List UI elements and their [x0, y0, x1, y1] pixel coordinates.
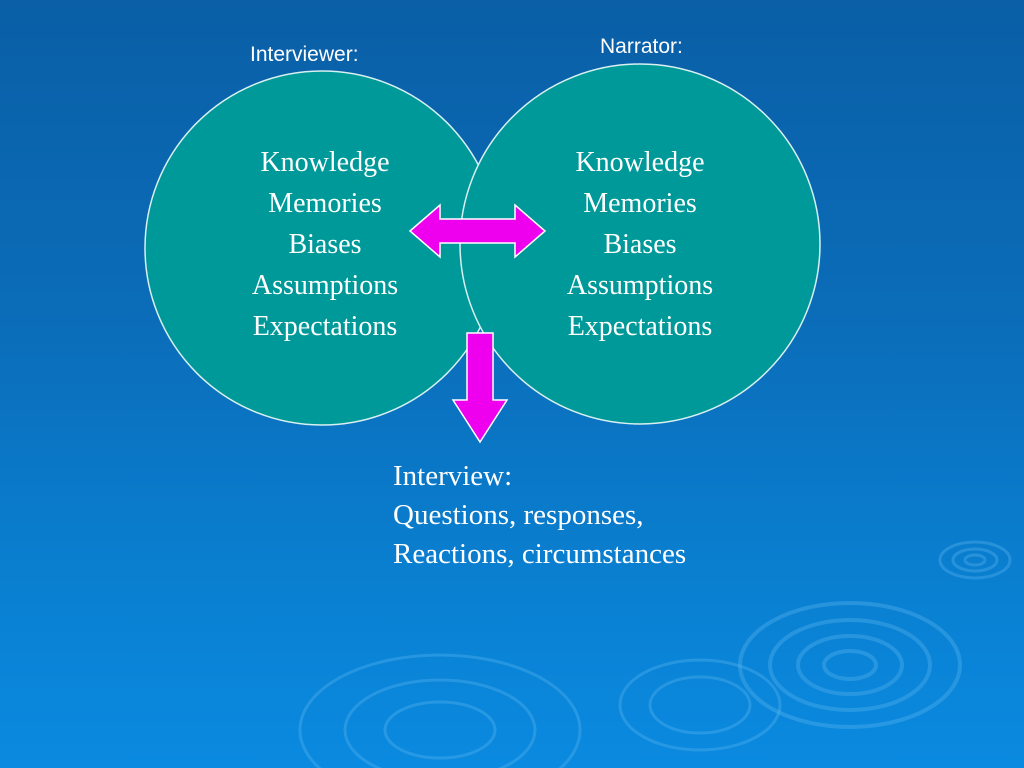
- interviewer-item: Memories: [268, 188, 382, 219]
- narrator-item: Knowledge: [575, 147, 705, 178]
- narrator-item: Biases: [603, 229, 677, 260]
- interview-line: Reactions, circumstances: [393, 538, 687, 570]
- narrator-label: Narrator:: [600, 35, 683, 58]
- interviewer-label: Interviewer:: [250, 43, 359, 66]
- narrator-items: Knowledge Memories Biases Assumptions Ex…: [520, 142, 760, 347]
- narrator-item: Memories: [583, 188, 697, 219]
- down-arrow-icon: [451, 332, 509, 444]
- narrator-circle: [459, 63, 821, 425]
- left-right-arrow-icon: [408, 203, 547, 259]
- interview-result: Interview: Questions, responses, Reactio…: [393, 457, 686, 574]
- interview-line: Questions, responses,: [393, 499, 644, 531]
- interviewer-items: Knowledge Memories Biases Assumptions Ex…: [205, 142, 445, 347]
- narrator-item: Assumptions: [566, 270, 714, 301]
- interviewer-item: Knowledge: [260, 147, 390, 178]
- interviewer-item: Biases: [288, 229, 362, 260]
- interviewer-item: Expectations: [252, 311, 398, 342]
- interviewer-item: Assumptions: [251, 270, 399, 301]
- interview-title: Interview:: [393, 460, 513, 492]
- narrator-item: Expectations: [567, 311, 713, 342]
